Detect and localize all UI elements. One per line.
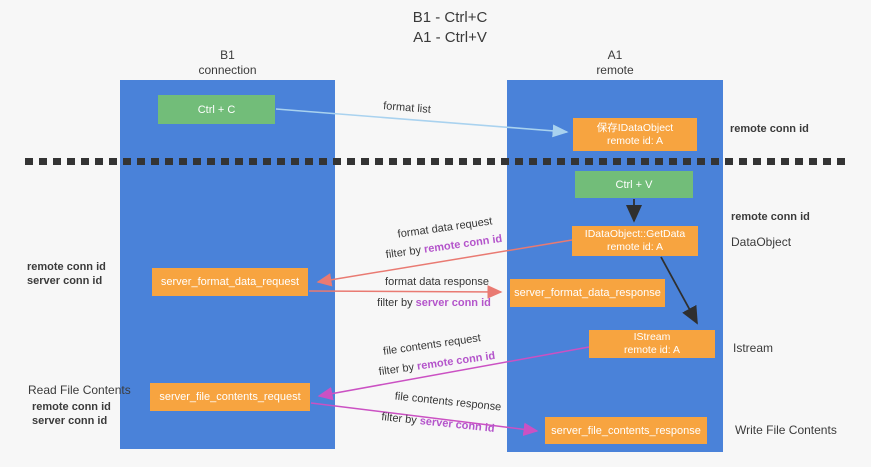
server-conn-id-text: server conn id [415, 297, 491, 309]
node-istream: IStream remote id: A [589, 330, 715, 358]
istream-line1: IStream [633, 331, 671, 343]
label-remote-conn-id-mid-right: remote conn id [731, 211, 810, 223]
node-server-format-data-response: server_format_data_response [510, 279, 665, 307]
remote-conn-id-text: remote conn id [423, 232, 503, 256]
clipboard-boundary-dashed-line [25, 158, 847, 165]
saved-idataobject-line1: 保存IDataObject [596, 121, 674, 134]
lane-b1-name: B1 [220, 48, 235, 62]
saved-idataobject-line2: remote id: A [606, 134, 663, 147]
label-format-data-response: format data response [385, 276, 489, 288]
title-line-1: B1 - Ctrl+C [412, 9, 488, 26]
diagram-title: B1 - Ctrl+C A1 - Ctrl+V [330, 8, 570, 48]
getdata-line1: IDataObject::GetData [584, 228, 686, 240]
remote-conn-id-text: remote conn id [416, 349, 496, 373]
node-ctrl-c: Ctrl + C [158, 95, 275, 124]
filter-by-text: filter by [380, 411, 421, 428]
label-remote-conn-id-left-bottom: remote conn id [32, 401, 111, 413]
label-format-list: format list [382, 100, 432, 116]
label-istream: Istream [733, 341, 774, 355]
lane-a1-subtitle: remote [596, 63, 634, 77]
label-filter-server-1: filter by server conn id [377, 297, 491, 309]
lane-header-a1: A1 remote [507, 48, 723, 78]
lane-a1-name: A1 [607, 48, 623, 62]
format-data-response-arrow [308, 285, 503, 299]
label-read-file-contents: Read File Contents [28, 383, 131, 397]
label-file-contents-response: file contents response [394, 390, 502, 414]
filter-by-text: filter by [385, 243, 425, 262]
node-server-file-contents-response: server_file_contents_response [545, 417, 707, 444]
label-remote-conn-id-left-top: remote conn id [27, 261, 106, 273]
node-saved-idataobject: 保存IDataObject remote id: A [573, 118, 697, 151]
server-conn-id-text: server conn id [419, 415, 496, 435]
node-server-file-contents-request: server_file_contents_request [150, 383, 310, 411]
label-filter-server-2: filter by server conn id [381, 411, 495, 435]
getdata-line2: remote id: A [606, 241, 663, 253]
label-server-conn-id-left-top: server conn id [27, 275, 103, 287]
title-line-2: A1 - Ctrl+V [413, 29, 487, 46]
lane-b1-subtitle: connection [198, 63, 257, 77]
filter-by-text: filter by [377, 297, 416, 309]
filter-by-text: filter by [378, 360, 418, 379]
istream-line2: remote id: A [623, 344, 681, 356]
label-remote-conn-id-top-right: remote conn id [730, 123, 809, 135]
node-idataobject-getdata: IDataObject::GetData remote id: A [572, 226, 698, 256]
label-dataobject: DataObject [731, 235, 792, 249]
node-ctrl-v: Ctrl + V [575, 171, 693, 198]
label-write-file-contents: Write File Contents [735, 423, 837, 437]
lane-header-b1: B1 connection [120, 48, 335, 78]
node-server-format-data-request: server_format_data_request [152, 268, 308, 296]
label-server-conn-id-left-bottom: server conn id [32, 415, 108, 427]
